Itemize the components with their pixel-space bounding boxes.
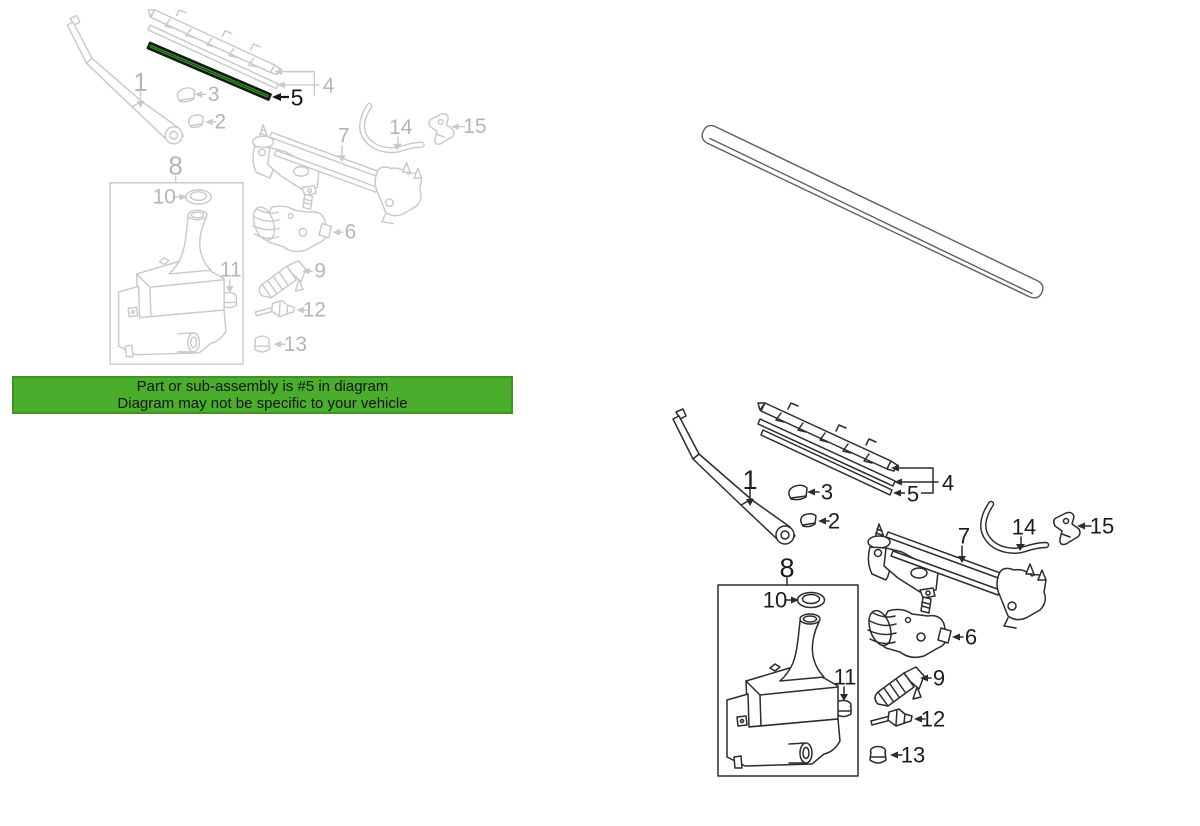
product-drawing [701, 124, 1044, 299]
callout-8: 8 [779, 553, 794, 583]
banner-line2: Diagram may not be specific to your vehi… [117, 394, 408, 412]
banner-line1: Part or sub-assembly is #5 in diagram [136, 378, 389, 395]
callout-faded-11: 11 [220, 259, 242, 282]
callout-faded-12: 12 [303, 299, 326, 322]
callout-faded-1: 1 [133, 69, 147, 97]
callout-faded-6: 6 [345, 221, 357, 244]
callout-12: 12 [921, 707, 945, 732]
callout-faded-4: 4 [323, 74, 335, 97]
callout-10: 10 [763, 588, 787, 613]
callout-3: 3 [821, 480, 833, 505]
part-5-strip [760, 429, 933, 497]
faded-callouts: 1 2 3 4 6 7 8 9 10 11 12 13 14 15 [133, 69, 486, 356]
callout-5: 5 [907, 482, 919, 507]
callout-highlight-5: 5 [291, 85, 304, 111]
main-callouts: 1 2 3 4 5 6 7 8 9 10 11 12 13 14 15 [742, 465, 1114, 768]
callout-faded-9: 9 [314, 260, 326, 283]
callout-1: 1 [742, 465, 757, 495]
highlight-arrow [272, 93, 281, 101]
callout-14: 14 [1012, 515, 1036, 540]
callout-faded-7: 7 [338, 125, 350, 148]
callout-9: 9 [933, 666, 945, 691]
callout-faded-15: 15 [463, 115, 486, 138]
callout-faded-8: 8 [169, 153, 183, 181]
main-diagram: 1 2 3 4 5 6 7 8 9 10 11 12 13 14 15 [673, 403, 1114, 776]
insert-edge-line [709, 137, 1033, 295]
callout-11: 11 [834, 665, 857, 690]
callout-6: 6 [965, 625, 977, 650]
callout-15: 15 [1090, 514, 1114, 539]
callout-faded-2: 2 [214, 110, 226, 133]
callout-faded-14: 14 [389, 116, 412, 139]
callout-faded-3: 3 [208, 83, 220, 106]
callout-2: 2 [828, 509, 840, 534]
insert-outline [701, 124, 1044, 299]
highlighted-part-5: 5 [146, 41, 304, 111]
highlight-banner: Part or sub-assembly is #5 in diagram Di… [12, 376, 513, 414]
callout-7: 7 [958, 524, 970, 549]
callout-faded-13: 13 [284, 333, 307, 356]
callout-13: 13 [901, 743, 925, 768]
callout-4: 4 [942, 471, 954, 496]
callout-faded-10: 10 [153, 186, 176, 209]
faded-diagram: 1 2 3 4 6 7 8 9 10 11 12 13 14 15 5 [67, 10, 487, 364]
